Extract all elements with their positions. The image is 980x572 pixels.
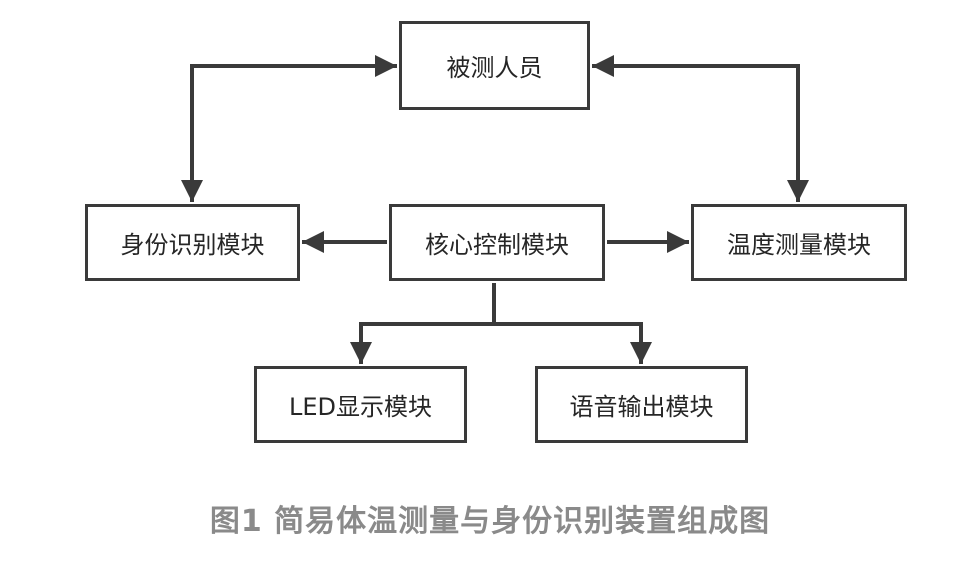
arrow-subject-identity [181, 55, 397, 202]
arrow-core-to-led [350, 322, 494, 364]
node-identity-module: 身份识别模块 [85, 204, 300, 281]
node-core-control-module: 核心控制模块 [389, 204, 605, 281]
arrow-core-to-voice [494, 322, 652, 364]
node-temperature-module: 温度测量模块 [691, 204, 907, 281]
node-led-display-module: LED显示模块 [254, 366, 467, 443]
node-voice-output-module: 语音输出模块 [535, 366, 748, 443]
arrow-subject-temperature [592, 55, 809, 202]
figure-caption: 图1 简易体温测量与身份识别装置组成图 [209, 504, 771, 539]
node-subject: 被测人员 [399, 21, 590, 110]
